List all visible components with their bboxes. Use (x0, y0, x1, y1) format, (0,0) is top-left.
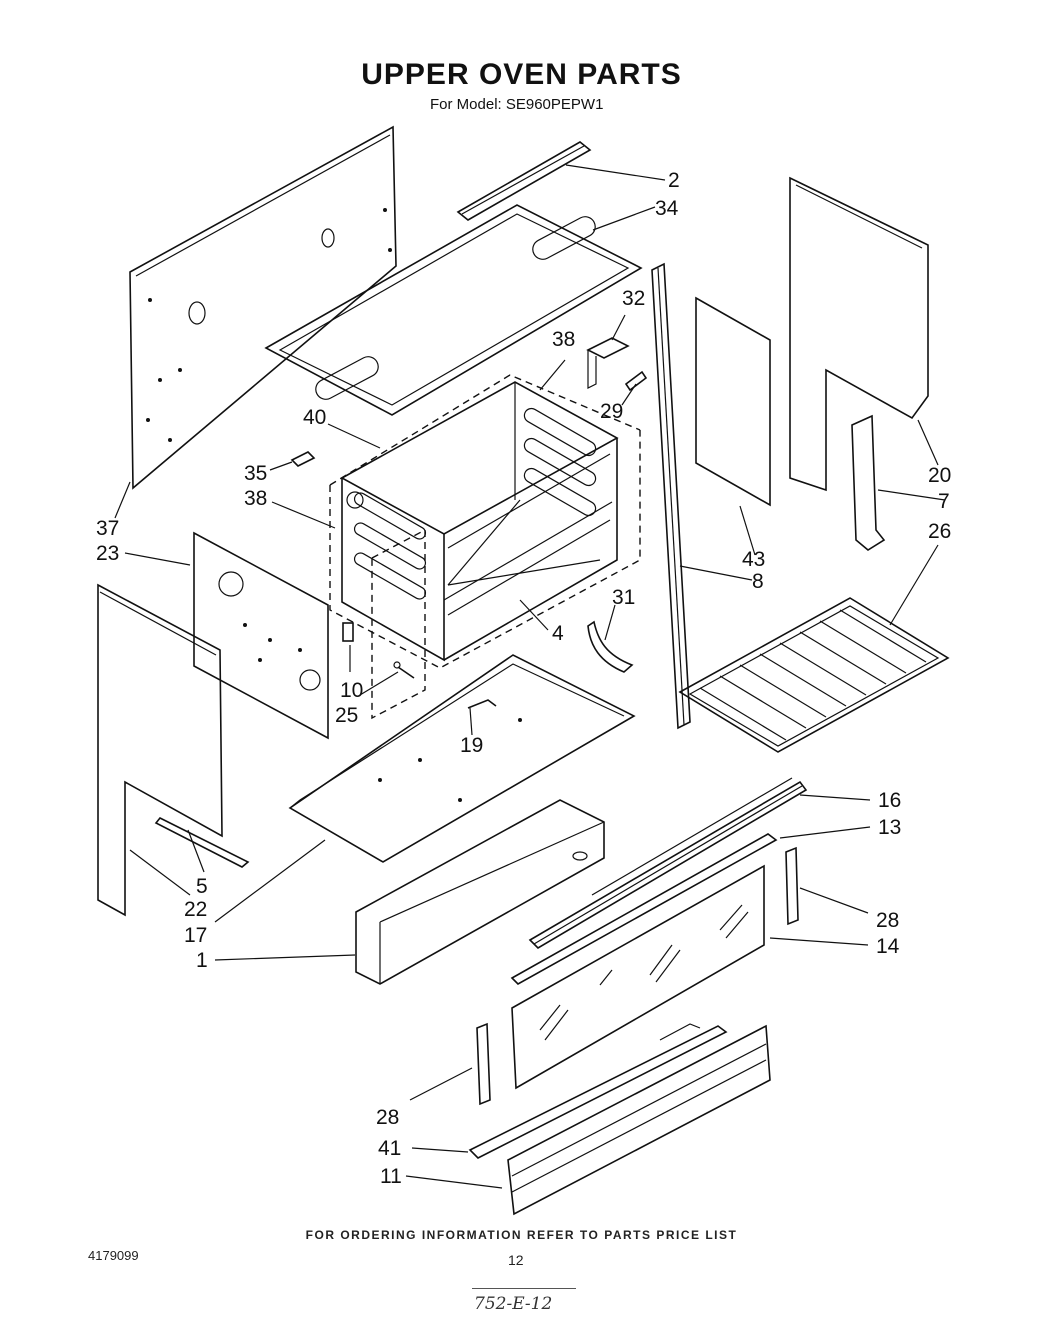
label-part-10: 10 (340, 679, 363, 702)
part-13-door-trim (510, 833, 778, 985)
part-11-door-handle (507, 1024, 771, 1216)
part-35-clip (290, 451, 316, 467)
document-number: 4179099 (88, 1248, 139, 1263)
label-part-32: 32 (622, 287, 645, 310)
label-part-11: 11 (380, 1165, 402, 1188)
label-part-28-lower: 28 (376, 1106, 399, 1129)
label-part-20: 20 (928, 464, 951, 487)
label-part-35: 35 (244, 462, 267, 485)
label-part-38-lower: 38 (244, 487, 267, 510)
part-7-bracket (851, 414, 886, 551)
page-number: 12 (508, 1252, 524, 1268)
label-part-25: 25 (335, 704, 358, 727)
part-41-door-trim (468, 1023, 728, 1159)
model-subtitle: For Model: SE960PEPW1 (430, 96, 604, 113)
label-part-31: 31 (612, 586, 635, 609)
label-part-8: 8 (752, 570, 764, 593)
label-part-4: 4 (552, 622, 564, 645)
handwritten-note: 752-E-12 (474, 1294, 553, 1314)
part-19-pin (467, 699, 497, 709)
part-25-pin (393, 661, 415, 679)
part-34-oven-top (264, 204, 643, 416)
part-20-side-panel (789, 176, 929, 492)
label-part-28-upper: 28 (876, 909, 899, 932)
page-title: UPPER OVEN PARTS (361, 58, 682, 91)
label-part-34: 34 (655, 197, 679, 220)
label-part-2: 2 (668, 169, 680, 192)
part-37-back-panel (129, 125, 397, 490)
label-part-13: 13 (878, 816, 901, 839)
label-part-38-upper: 38 (552, 328, 575, 351)
label-part-41: 41 (378, 1137, 401, 1160)
label-part-7: 7 (938, 490, 950, 513)
leader-lines (114, 164, 946, 1189)
part-17-bottom-pan (288, 654, 636, 863)
part-40-oven-cavity (340, 381, 619, 662)
label-part-19: 19 (460, 734, 483, 757)
label-part-37: 37 (96, 517, 119, 540)
label-part-26: 26 (928, 520, 951, 543)
part-29-clip (624, 370, 648, 392)
part-14-door-glass (511, 864, 765, 1090)
part-10-block (342, 622, 354, 642)
label-part-43: 43 (742, 548, 765, 571)
part-8-trim-strip (651, 262, 691, 730)
label-part-17: 17 (184, 924, 207, 947)
part-23-side-panel (193, 531, 329, 740)
label-part-40: 40 (303, 406, 326, 429)
part-43-insulation (695, 296, 771, 507)
label-part-29: 29 (600, 400, 623, 423)
label-part-14: 14 (876, 935, 900, 958)
part-5-strip (154, 816, 250, 868)
label-part-16: 16 (878, 789, 901, 812)
part-26-oven-rack (678, 597, 950, 753)
handwritten-underline (472, 1288, 576, 1289)
part-31-bracket (587, 620, 634, 673)
part-22-side-wrap (97, 583, 223, 917)
part-28-upper-strip (785, 846, 799, 926)
label-part-5: 5 (196, 875, 208, 898)
part-38-liner-dashed (329, 374, 641, 720)
part-2-top-strip (456, 141, 592, 221)
ordering-info-note: FOR ORDERING INFORMATION REFER TO PARTS … (305, 1228, 738, 1242)
part-number-labels: 2 34 32 38 29 40 35 38 37 23 20 7 26 43 … (96, 169, 951, 1188)
part-16-door-trim (528, 777, 808, 950)
label-part-22: 22 (184, 898, 207, 921)
part-32-bracket (586, 337, 630, 389)
label-part-23: 23 (96, 542, 119, 565)
part-1-front-frame (355, 799, 605, 985)
label-part-1: 1 (196, 949, 208, 972)
part-28-lower-strip (476, 1022, 491, 1106)
